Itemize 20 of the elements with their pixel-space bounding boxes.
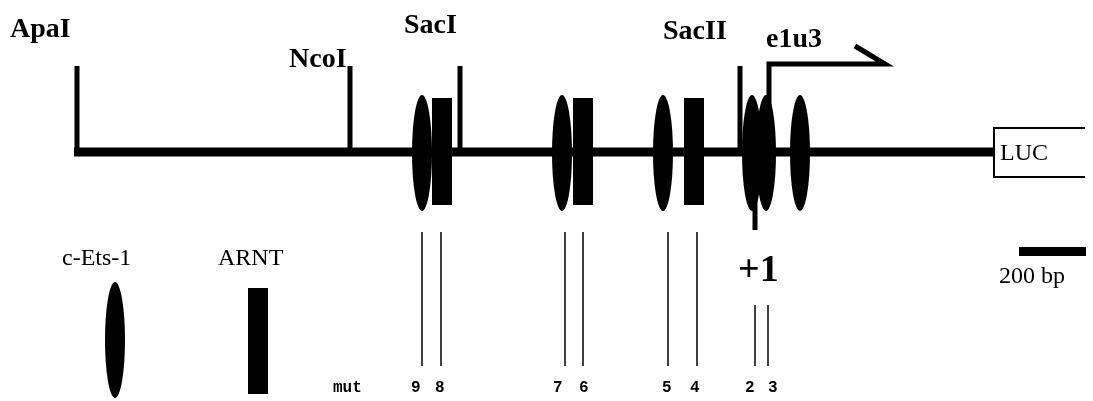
mutant-number: 7 bbox=[553, 379, 563, 397]
mutant-number: 3 bbox=[768, 379, 778, 397]
gene-label: LUC bbox=[1000, 139, 1048, 166]
mutant-number: 4 bbox=[690, 379, 700, 397]
promoter-label: e1u3 bbox=[766, 22, 822, 54]
restriction-site-label: SacI bbox=[404, 8, 457, 40]
legend-label: ARNT bbox=[218, 244, 284, 271]
mutant-number: 8 bbox=[435, 379, 445, 397]
scale-label: 200 bp bbox=[999, 262, 1065, 289]
restriction-site-label: SacII bbox=[663, 14, 727, 46]
restriction-site-label: ApaI bbox=[10, 12, 71, 44]
mutant-number: 2 bbox=[745, 379, 755, 397]
mutant-number: 9 bbox=[411, 379, 421, 397]
mutant-number: 6 bbox=[579, 379, 589, 397]
start-site-label: +1 bbox=[738, 246, 779, 290]
legend-label: c-Ets-1 bbox=[62, 244, 132, 271]
restriction-site-label: NcoI bbox=[289, 42, 347, 74]
mutant-number: 5 bbox=[662, 379, 672, 397]
gene-box bbox=[993, 127, 1085, 178]
mutant-label: mut bbox=[333, 379, 362, 397]
